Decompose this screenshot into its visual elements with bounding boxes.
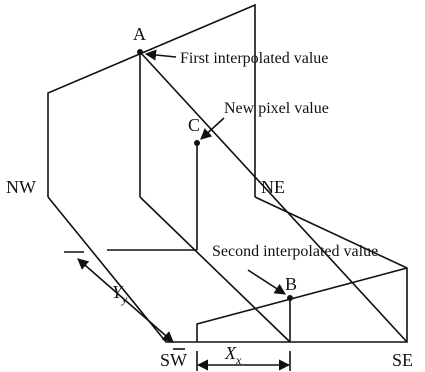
base-plane-outline	[47, 196, 408, 343]
point-c-label: C	[188, 115, 200, 135]
point-c-marker	[194, 140, 200, 146]
first-interpolated-arrow	[144, 49, 177, 61]
y-dimension-line	[77, 258, 174, 343]
corner-sw-label: SW	[160, 350, 187, 370]
base-midline	[139, 196, 291, 343]
corner-se-label: SE	[392, 350, 413, 370]
point-a-marker	[137, 49, 143, 55]
y-dimension-label: Yy	[112, 282, 128, 306]
north-wall-outline	[47, 3, 256, 197]
x-dimension-label: Xx	[224, 343, 242, 367]
point-a-label: A	[133, 24, 146, 44]
new-pixel-arrow	[200, 117, 225, 140]
second-interpolated-arrow	[247, 269, 286, 295]
second-interpolated-label: Second interpolated value	[212, 243, 378, 260]
new-pixel-label: New pixel value	[224, 100, 329, 117]
south-wall-outline	[196, 267, 408, 342]
point-b-label: B	[285, 274, 297, 294]
corner-ne-label: NE	[261, 177, 285, 197]
point-b-marker	[287, 295, 293, 301]
first-interpolated-label: First interpolated value	[180, 50, 328, 67]
corner-nw-label: NW	[6, 177, 36, 197]
diagonal-a-se	[139, 51, 408, 343]
